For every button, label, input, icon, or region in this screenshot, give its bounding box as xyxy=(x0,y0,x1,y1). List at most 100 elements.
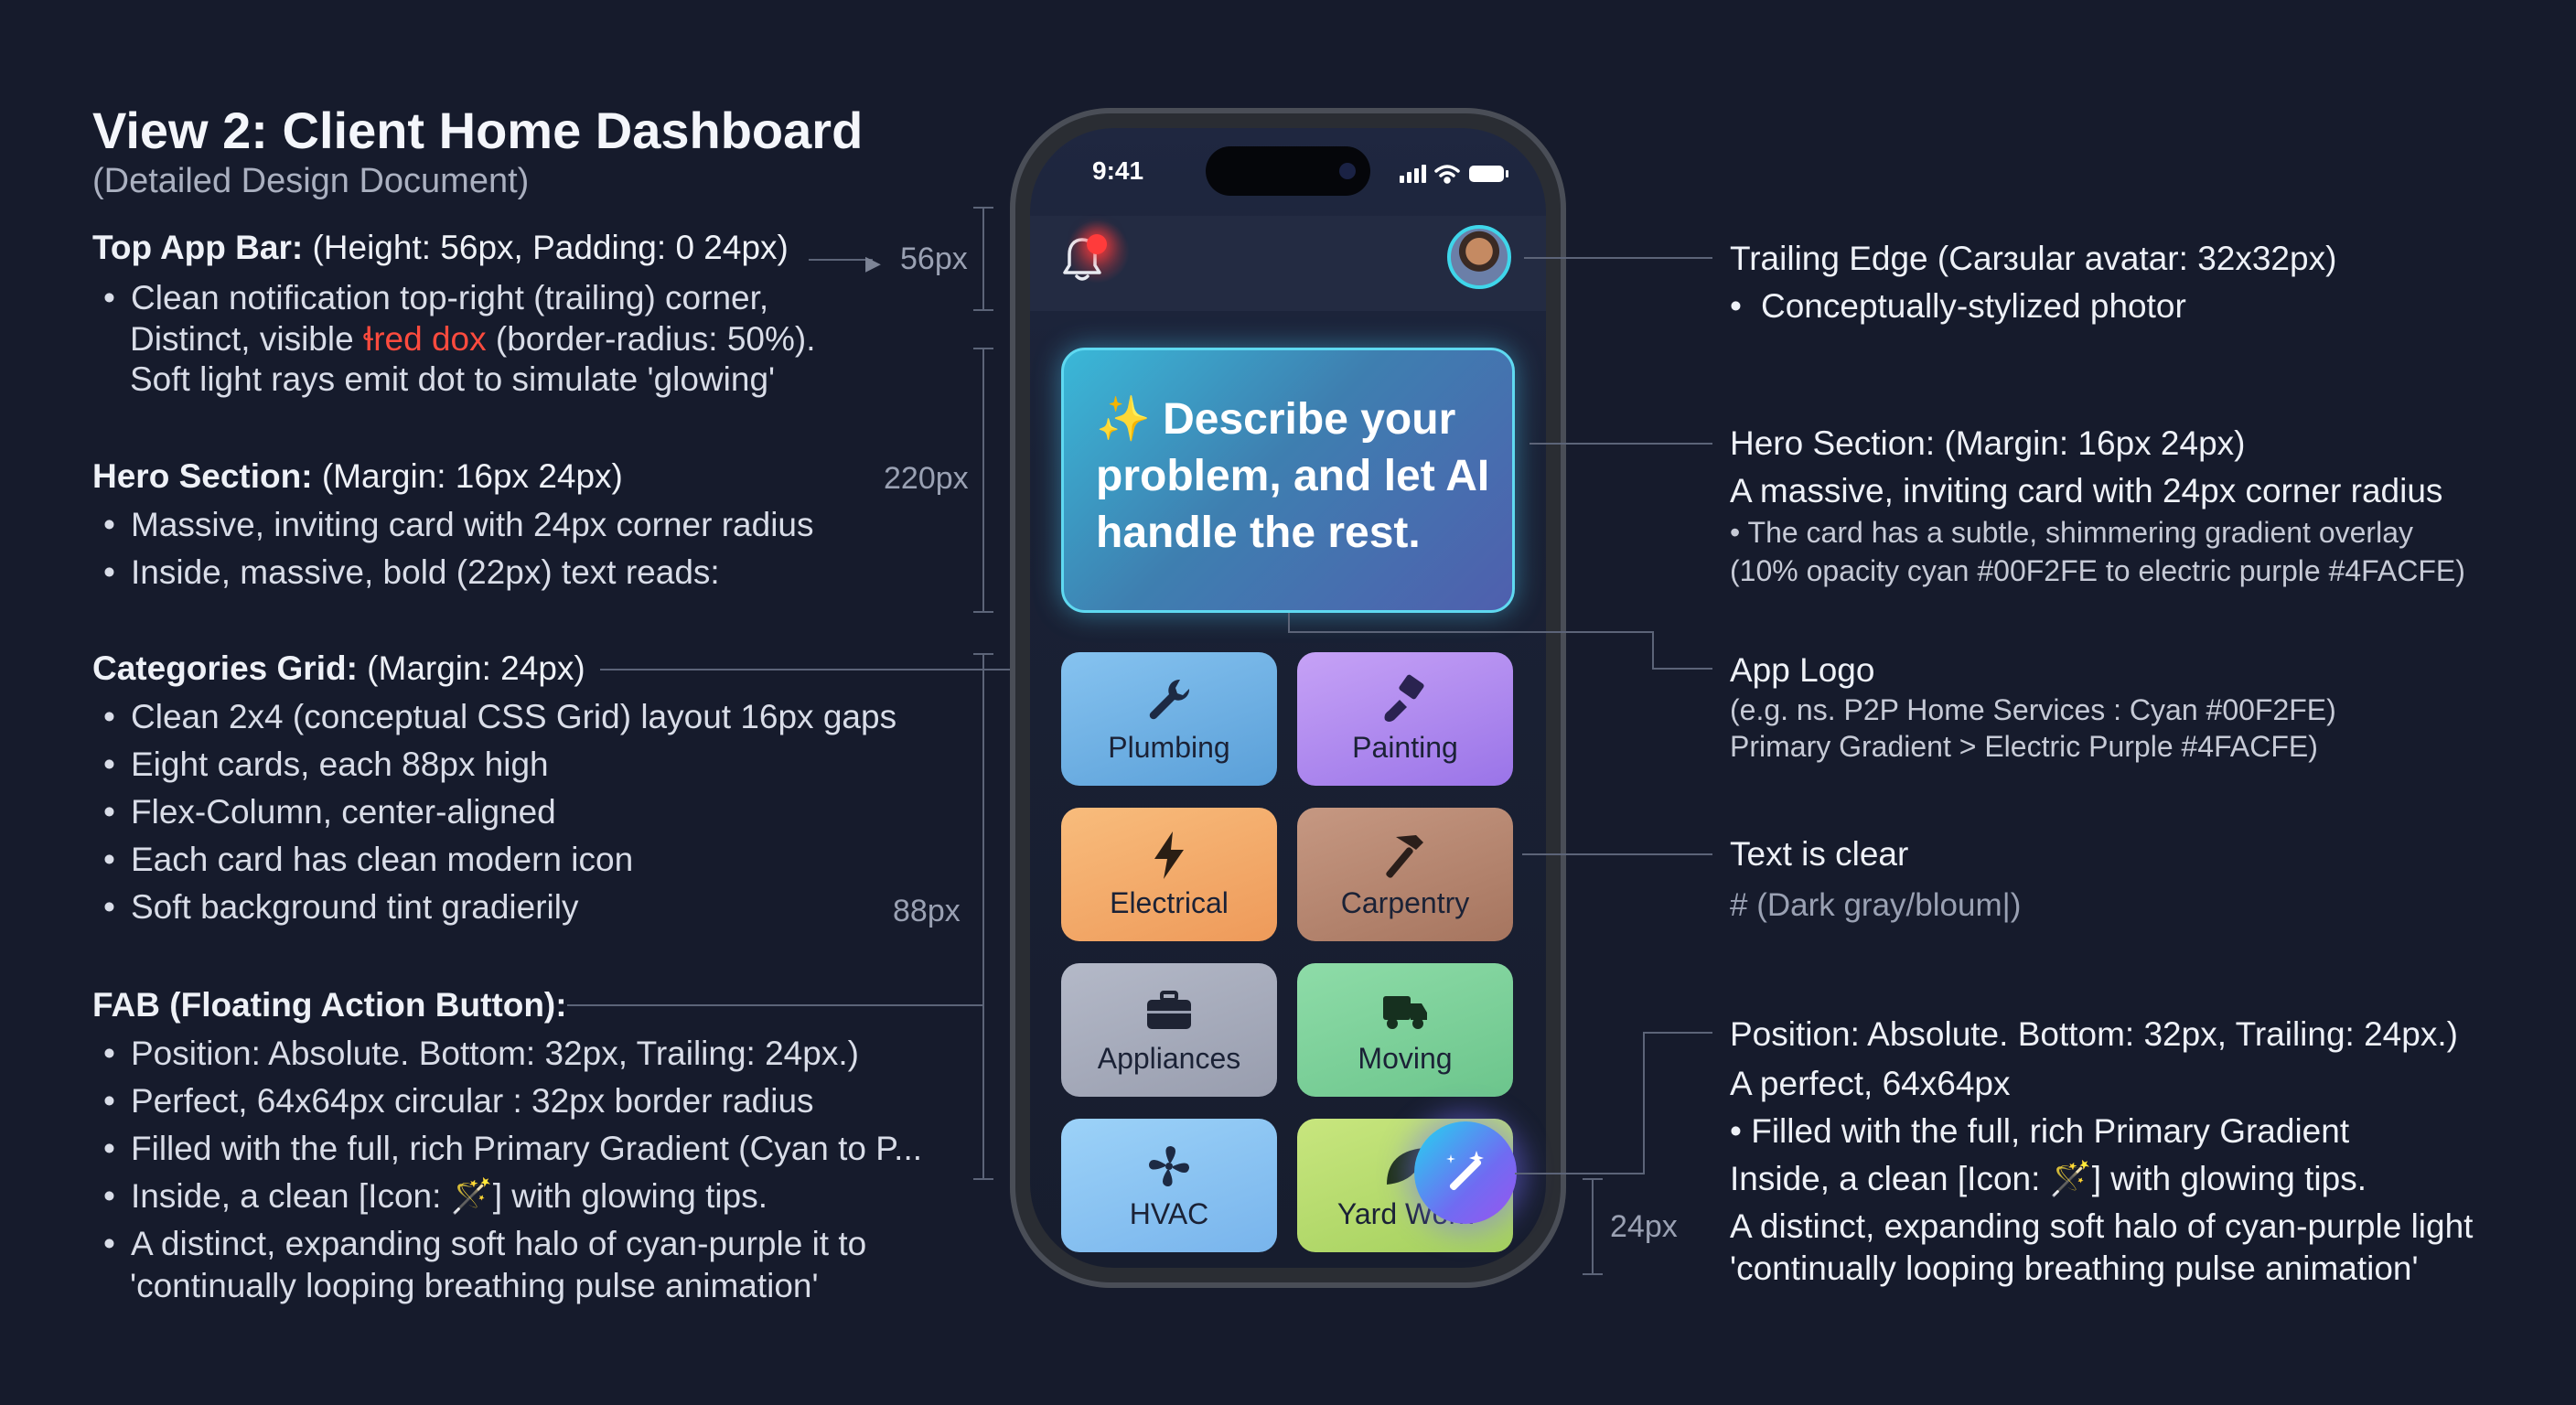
connector-line xyxy=(1288,613,1290,631)
grid-heading-label: Categories Grid: xyxy=(92,649,358,687)
logo-annotation-line: (e.g. ns. P2P Home Services : Cyan #00F2… xyxy=(1730,693,2336,726)
text-annotation-line: # (Dark gray/bloum|) xyxy=(1730,887,2022,923)
status-time: 9:41 xyxy=(1092,156,1144,185)
document-subtitle: (Detailed Design Document) xyxy=(92,162,530,200)
document-title: View 2: Client Home Dashboard xyxy=(92,102,864,159)
hero-section-heading: Hero Section: (Margin: 16px 24px) xyxy=(92,457,623,496)
hero-heading-label: Hero Section: xyxy=(92,457,313,495)
measure-bracket xyxy=(982,207,984,311)
hero-annotation-line: (10% opacity cyan #00F2FE to electric pu… xyxy=(1730,554,2465,587)
bullet-text: Massive, inviting card with 24px corner … xyxy=(131,506,814,543)
fab-annotation-line: 'continually looping breathing pulse ani… xyxy=(1730,1249,2419,1287)
measure-tick xyxy=(1583,1178,1603,1180)
measure-tick xyxy=(973,611,993,613)
camera-icon xyxy=(1339,163,1356,179)
grid-bullet: •Soft background tint gradierily xyxy=(103,888,579,926)
fab-bullet-continuation: 'continually looping breathing pulse ani… xyxy=(130,1267,819,1304)
bullet-text: Inside, massive, bold (22px) text reads: xyxy=(131,553,720,591)
category-label: Electrical xyxy=(1110,885,1229,919)
topbar-heading-spec: (Height: 56px, Padding: 0 24px) xyxy=(303,229,789,266)
hero-bullet: •Massive, inviting card with 24px corner… xyxy=(103,506,814,543)
fab-button[interactable] xyxy=(1414,1121,1517,1224)
fab-annotation-line: A distinct, expanding soft halo of cyan-… xyxy=(1730,1207,2474,1245)
measure-arrow xyxy=(809,259,873,261)
category-card-plumbing[interactable]: Plumbing xyxy=(1061,652,1277,786)
fan-icon xyxy=(1149,1145,1189,1186)
hero-annotation-line: A massive, inviting card with 24px corne… xyxy=(1730,472,2443,509)
bullet-text: Each card has clean modern icon xyxy=(131,841,634,878)
category-label: Carpentry xyxy=(1340,885,1470,919)
fab-annotation-line: • Filled with the full, rich Primary Gra… xyxy=(1730,1112,2350,1150)
continuation-text: Distinct, visible xyxy=(130,320,363,358)
topbar-bullet: •Clean notification top-right (trailing)… xyxy=(103,279,769,316)
fab-annotation-line: Inside, a clean [Icon: 🪄] with glowing t… xyxy=(1730,1160,2367,1197)
wrench-icon xyxy=(1149,679,1190,719)
fab-annotation-heading: Position: Absolute. Bottom: 32px, Traili… xyxy=(1730,1015,2458,1053)
hero-text: ✨ Describe your problem, and let AI hand… xyxy=(1096,391,1498,562)
grid-bullet: •Flex-Column, center-aligned xyxy=(103,793,556,831)
measure-label-24: 24px xyxy=(1610,1209,1678,1244)
connector-line xyxy=(1288,631,1654,633)
continuation-text: (border-radius: 50%). xyxy=(486,320,816,358)
hero-heading-spec: (Margin: 16px 24px) xyxy=(312,457,623,495)
bullet-text: Conceptually-stylized photor xyxy=(1761,287,2186,325)
hammer-icon xyxy=(1386,834,1423,878)
category-card-hvac[interactable]: HVAC xyxy=(1061,1119,1277,1252)
measure-tick xyxy=(973,207,993,209)
measure-bracket xyxy=(982,348,984,613)
hero-card[interactable] xyxy=(1061,348,1515,613)
connector-line xyxy=(1515,1173,1645,1174)
hero-annotation-heading: Hero Section: (Margin: 16px 24px) xyxy=(1730,424,2246,462)
fab-bullet: •Position: Absolute. Bottom: 32px, Trail… xyxy=(103,1035,859,1072)
avatar-annotation-heading: Trailing Edge (Carɜular avatar: 32x32px) xyxy=(1730,240,2337,277)
category-label: Appliances xyxy=(1097,1041,1241,1075)
category-card-electrical[interactable]: Electrical xyxy=(1061,808,1277,941)
measure-tick xyxy=(973,309,993,311)
measure-bracket xyxy=(1592,1178,1594,1275)
avatar-annotation-bullet: •Conceptually-stylized photor xyxy=(1730,287,2186,325)
category-label: Plumbing xyxy=(1108,730,1230,764)
bullet-text: Inside, a clean [Icon: 🪄] with glowing t… xyxy=(131,1177,767,1215)
fab-bullet: •A distinct, expanding soft halo of cyan… xyxy=(103,1225,867,1262)
connector-line xyxy=(1652,631,1654,670)
topbar-section-heading: Top App Bar: (Height: 56px, Padding: 0 2… xyxy=(92,229,789,267)
battery-icon xyxy=(1469,166,1508,182)
connector-line xyxy=(1652,668,1712,670)
grid-section-heading: Categories Grid: (Margin: 24px) xyxy=(92,649,585,688)
bullet-text: Eight cards, each 88px high xyxy=(131,745,549,783)
measure-label-56: 56px xyxy=(900,241,968,276)
fab-bullet: •Perfect, 64x64px circular : 32px border… xyxy=(103,1082,814,1120)
measure-tick xyxy=(973,653,993,655)
connector-line xyxy=(600,669,1054,670)
fab-bullet: •Inside, a clean [Icon: 🪄] with glowing … xyxy=(103,1177,767,1215)
measure-label-88: 88px xyxy=(893,894,961,928)
fab-heading-label: FAB (Floating Action Button): xyxy=(92,986,567,1024)
category-card-moving[interactable]: Moving xyxy=(1297,963,1513,1097)
avatar[interactable] xyxy=(1447,225,1511,289)
toolbox-icon xyxy=(1147,990,1191,1029)
hero-bullet: •Inside, massive, bold (22px) text reads… xyxy=(103,553,720,591)
category-card-painting[interactable]: Painting xyxy=(1297,652,1513,786)
arrow-head-icon: ▶ xyxy=(865,252,881,274)
measure-bracket xyxy=(982,653,984,1180)
sparkle-icon: ✨ xyxy=(1096,395,1151,444)
lightning-icon xyxy=(1154,831,1184,879)
bullet-text: Soft background tint gradierily xyxy=(131,888,579,926)
connector-line xyxy=(1522,853,1712,855)
category-card-carpentry[interactable]: Carpentry xyxy=(1297,808,1513,941)
fab-bullet: •Filled with the full, rich Primary Grad… xyxy=(103,1130,923,1167)
text-annotation-heading: Text is clear xyxy=(1730,835,1909,873)
bullet-text: Position: Absolute. Bottom: 32px, Traili… xyxy=(131,1035,859,1072)
connector-line xyxy=(1524,257,1712,259)
bullet-text: Flex-Column, center-aligned xyxy=(131,793,556,831)
grid-bullet: •Eight cards, each 88px high xyxy=(103,745,549,783)
measure-label-220: 220px xyxy=(884,461,969,496)
category-card-appliances[interactable]: Appliances xyxy=(1061,963,1277,1097)
red-dot-text: ɬred dox xyxy=(362,320,487,358)
bullet-text: Perfect, 64x64px circular : 32px border … xyxy=(131,1082,814,1120)
fab-annotation-line: A perfect, 64x64px xyxy=(1730,1065,2011,1102)
bullet-text: Clean 2x4 (conceptual CSS Grid) layout 1… xyxy=(131,698,897,735)
grid-heading-spec: (Margin: 24px) xyxy=(357,649,585,687)
measure-tick xyxy=(973,1178,993,1180)
notification-dot xyxy=(1087,234,1107,254)
